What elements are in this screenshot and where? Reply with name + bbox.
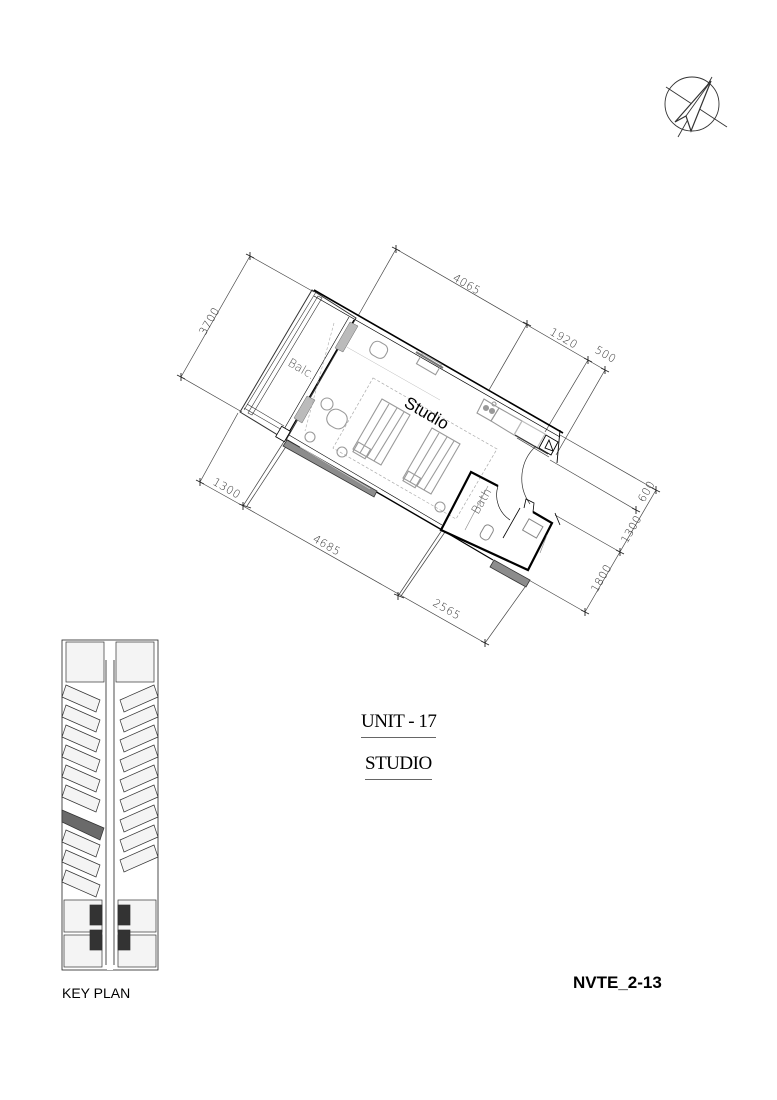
unit-type-underline: [365, 778, 432, 780]
bathroom: [439, 470, 561, 572]
unit-number-underline: [361, 736, 437, 738]
studio-zone: [332, 377, 498, 520]
dimension-lines: [180, 248, 657, 644]
kitchenette: [476, 398, 546, 449]
furniture: [304, 340, 461, 513]
dimension-ticks: [176, 245, 661, 647]
key-plan-label: KEY PLAN: [62, 985, 131, 1001]
key-plan-units: [61, 641, 159, 968]
fire-extinguisher-icon: [538, 429, 561, 464]
unit-number-text: UNIT - 17: [361, 711, 437, 732]
balcony: [239, 289, 357, 441]
unit-type-title: STUDIO: [365, 753, 432, 780]
window-studio: [282, 439, 378, 498]
unit-type-text: STUDIO: [365, 753, 432, 774]
sheet-code: NVTE_2-13: [573, 973, 662, 992]
studio-walls: [275, 289, 564, 531]
unit-number-title: UNIT - 17: [361, 711, 437, 738]
window-bath: [489, 559, 531, 588]
north-arrow-icon: [664, 76, 728, 138]
entrance-door: [514, 434, 550, 505]
